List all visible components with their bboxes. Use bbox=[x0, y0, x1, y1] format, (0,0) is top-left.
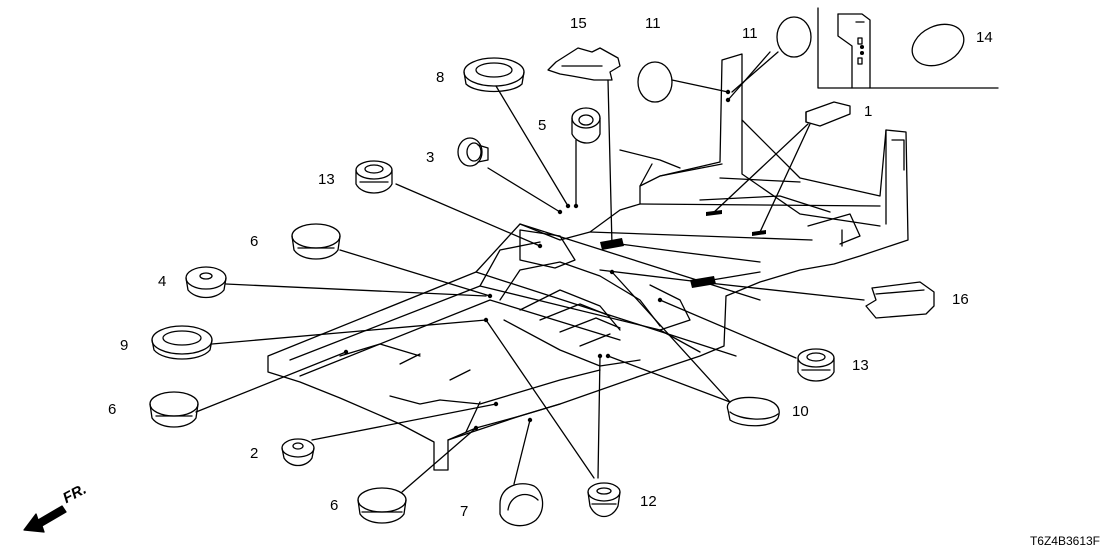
label-13-upper: 13 bbox=[318, 171, 335, 188]
diagram-code: T6Z4B3613F bbox=[1029, 534, 1100, 548]
part-6-grommet-c bbox=[358, 488, 406, 523]
label-15: 15 bbox=[570, 15, 587, 32]
label-6-middle: 6 bbox=[108, 401, 117, 418]
tape-marks bbox=[600, 210, 766, 288]
label-1: 1 bbox=[864, 103, 873, 120]
part-3-clip bbox=[458, 138, 488, 166]
label-13-lower: 13 bbox=[852, 357, 869, 374]
label-7: 7 bbox=[460, 503, 469, 520]
label-8: 8 bbox=[436, 69, 445, 86]
front-arrow-icon bbox=[24, 506, 66, 532]
label-2: 2 bbox=[250, 445, 259, 462]
part-8-grommet bbox=[464, 58, 524, 92]
part-1-plug bbox=[806, 102, 850, 126]
part-16-sheet bbox=[866, 282, 934, 318]
inset-pillar bbox=[838, 14, 870, 88]
part-5-grommet bbox=[572, 108, 600, 143]
label-5: 5 bbox=[538, 117, 547, 134]
part-14-plug bbox=[905, 16, 970, 73]
part-13-grommet-upper bbox=[356, 161, 392, 193]
part-11-seal-lower bbox=[638, 62, 672, 102]
inset-frame bbox=[818, 8, 998, 88]
leader-lines bbox=[196, 52, 864, 492]
part-9-grommet bbox=[152, 326, 212, 359]
label-14: 14 bbox=[976, 29, 993, 46]
label-11-lower: 11 bbox=[645, 15, 661, 32]
label-6-lower: 6 bbox=[330, 497, 339, 514]
label-4: 4 bbox=[158, 273, 167, 290]
label-16: 16 bbox=[952, 291, 969, 308]
part-7-cap bbox=[500, 484, 543, 526]
part-15-sheet bbox=[548, 48, 620, 80]
part-10-plug bbox=[727, 398, 779, 426]
label-3: 3 bbox=[426, 149, 435, 166]
label-6-upper: 6 bbox=[250, 233, 259, 250]
part-12-grommet bbox=[588, 483, 620, 517]
label-10: 10 bbox=[792, 403, 809, 420]
part-4-grommet bbox=[186, 267, 226, 298]
label-11-upper: 11 bbox=[742, 25, 758, 42]
part-2-grommet bbox=[282, 439, 314, 466]
floor-pan bbox=[268, 54, 908, 470]
connection-dots bbox=[343, 89, 731, 431]
label-12: 12 bbox=[640, 493, 657, 510]
part-11-seal-upper bbox=[777, 17, 811, 57]
part-6-grommet-a bbox=[292, 224, 340, 259]
part-13-grommet-lower bbox=[798, 349, 834, 381]
part-6-grommet-b bbox=[150, 392, 198, 427]
label-9: 9 bbox=[120, 337, 129, 354]
